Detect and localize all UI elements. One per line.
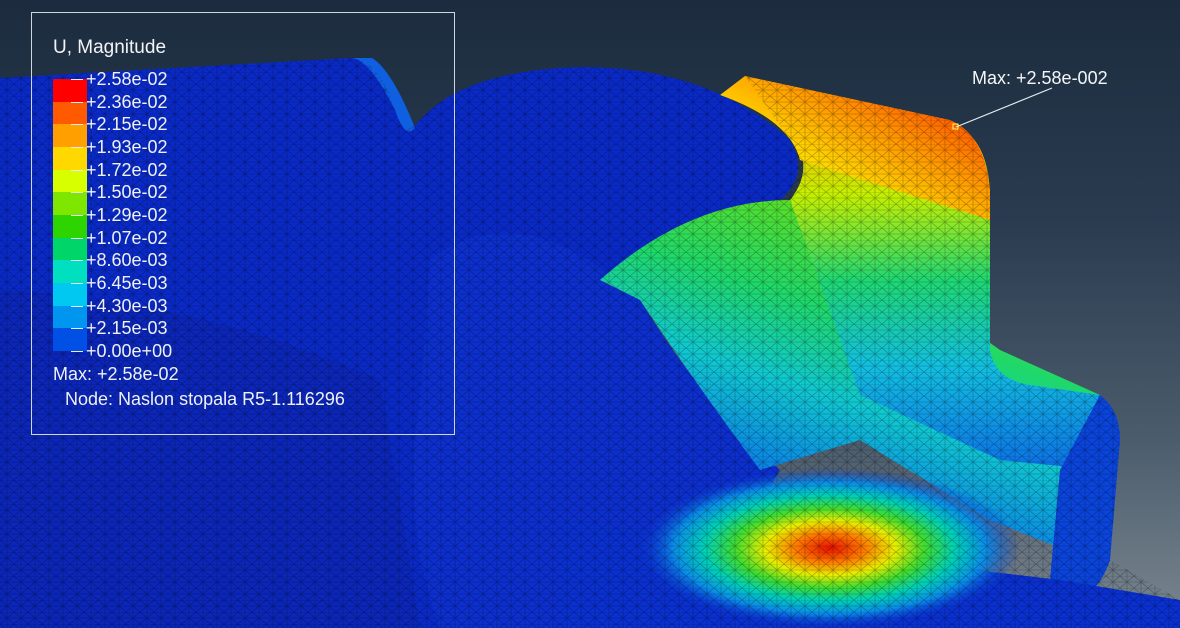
legend-tick-label: +0.00e+00 xyxy=(86,341,173,361)
legend-max-value: Max: +2.58e-02 xyxy=(53,364,179,384)
legend-tick xyxy=(71,147,83,148)
legend-tick-label: +2.58e-02 xyxy=(86,69,168,89)
legend-tick xyxy=(71,101,83,103)
legend-swatch xyxy=(53,101,87,125)
legend-tick-label: +4.30e-03 xyxy=(86,295,168,316)
legend-swatch xyxy=(53,283,87,307)
legend-tick xyxy=(71,169,83,171)
legend-max-node: Node: Naslon stopala R5-1.116296 xyxy=(65,389,345,409)
max-value-callout: Max: +2.58e-002 xyxy=(972,68,1108,88)
legend-title: U, Magnitude xyxy=(53,37,167,58)
legend-tick xyxy=(71,237,83,239)
legend-tick xyxy=(71,283,83,284)
legend-tick xyxy=(71,192,83,194)
legend-tick xyxy=(71,79,83,80)
legend-tick xyxy=(71,215,83,216)
legend-swatch xyxy=(53,305,87,329)
legend-tick-label: +2.15e-02 xyxy=(86,114,168,135)
legend-tick-label: +1.07e-02 xyxy=(86,227,168,248)
legend-tick-label: +2.15e-03 xyxy=(86,318,168,339)
legend-color-bar xyxy=(53,79,87,352)
legend-tick xyxy=(71,305,83,307)
legend-swatch xyxy=(53,147,87,171)
legend-swatch xyxy=(53,328,87,352)
legend-swatch xyxy=(53,192,87,216)
legend-swatch xyxy=(53,79,87,103)
legend-swatch xyxy=(53,237,87,261)
legend-tick xyxy=(71,260,83,262)
legend-tick-label: +1.72e-02 xyxy=(86,159,168,180)
legend-tick-label: +1.50e-02 xyxy=(86,182,168,203)
legend-tick xyxy=(71,328,83,330)
legend-swatch xyxy=(53,169,87,193)
legend-tick-label: +1.29e-02 xyxy=(86,205,168,225)
legend-tick-label: +6.45e-03 xyxy=(86,273,168,293)
contour-legend: U, Magnitude +2.58e-02+2.36e-02+2.15e-02… xyxy=(31,12,455,435)
legend-tick xyxy=(71,351,83,352)
legend-tick-label: +1.93e-02 xyxy=(86,137,168,157)
legend-swatch xyxy=(53,215,87,239)
legend-swatch xyxy=(53,260,87,284)
legend-swatch xyxy=(53,124,87,148)
legend-tick xyxy=(71,124,83,126)
legend-tick-label: +8.60e-03 xyxy=(86,250,168,271)
legend-tick-label: +2.36e-02 xyxy=(86,91,168,112)
